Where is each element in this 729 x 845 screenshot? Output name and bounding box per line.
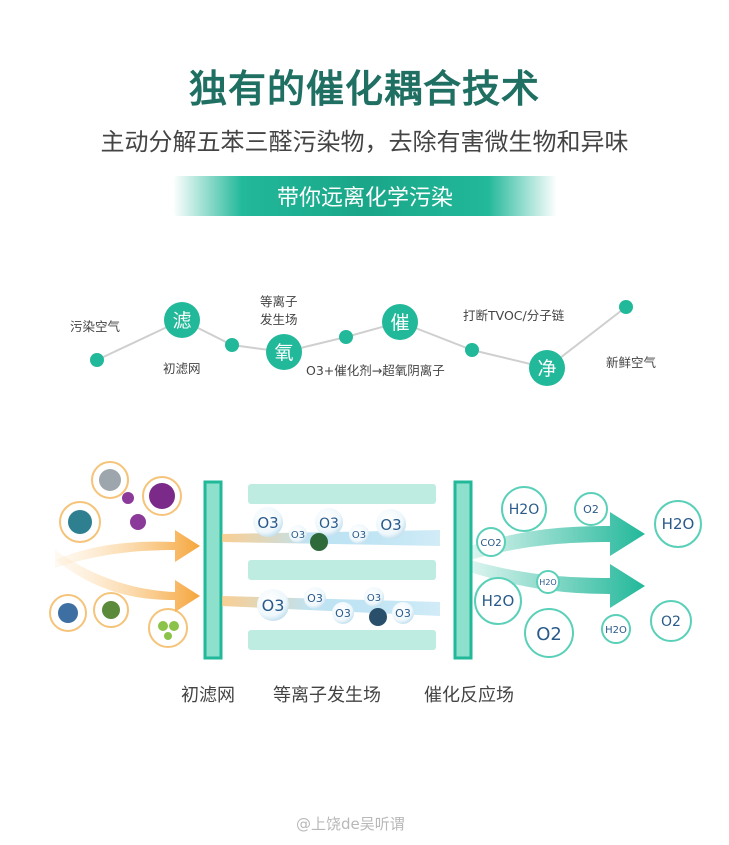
svg-text:O3: O3	[257, 514, 278, 532]
svg-text:H2O: H2O	[482, 592, 515, 610]
stage-label-catalyst: 催化反应场	[424, 685, 514, 706]
label-catalyst: O3+催化剂→超氧阴离子	[306, 363, 445, 378]
purification-diagram: O3 O3 O3 O3 O3 O3 O3 O3 O3 O3 O3 H2O O2 …	[0, 450, 702, 660]
process-node-char: 净	[537, 358, 556, 380]
svg-text:O2: O2	[536, 624, 562, 645]
banner-bar	[173, 176, 557, 216]
svg-text:H2O: H2O	[605, 625, 627, 636]
svg-text:H2O: H2O	[662, 515, 695, 533]
svg-text:O2: O2	[661, 614, 681, 630]
svg-text:O3: O3	[0, 450, 2, 451]
arrow-in-bottom	[55, 550, 200, 612]
process-node-char: 氧	[274, 342, 293, 364]
process-node-char: 滤	[172, 310, 191, 332]
svg-text:O3: O3	[335, 607, 351, 620]
label-break-tvoc: 打断TVOC/分子链	[463, 308, 565, 323]
label-plasma-1: 等离子	[260, 294, 298, 309]
prefilter-panel	[203, 480, 223, 660]
arrow-out-top	[470, 512, 645, 560]
svg-text:O2: O2	[583, 503, 599, 516]
label-plasma-2: 发生场	[260, 312, 298, 327]
process-dot	[339, 330, 353, 344]
svg-text:O3: O3	[307, 592, 323, 605]
label-fresh-air: 新鲜空气	[606, 355, 657, 370]
svg-text:O3: O3	[395, 607, 411, 620]
page-title: 独有的催化耦合技术	[188, 67, 540, 111]
plasma-plate	[248, 560, 436, 580]
svg-text:O3: O3	[352, 530, 366, 541]
arrow-in-top	[55, 530, 200, 568]
process-chain: 滤 氧 催 净	[90, 300, 633, 386]
catalyst-panel	[453, 480, 473, 660]
output-molecules: H2O O2 CO2 H2O H2O H2O O2 H2O O2	[474, 486, 702, 658]
microbe-destroyed	[369, 608, 387, 626]
page-subtitle: 主动分解五苯三醛污染物，去除有害微生物和异味	[100, 128, 629, 156]
svg-text:O3: O3	[262, 596, 285, 615]
microbe-cluster-bottom	[49, 592, 188, 648]
process-dot	[225, 338, 239, 352]
plasma-plate	[248, 630, 436, 650]
banner-text: 带你远离化学污染	[276, 186, 453, 211]
stage-label-prefilter: 初滤网	[181, 685, 235, 706]
ozone-bubbles: O3 O3 O3 O3 O3 O3 O3 O3 O3 O3 O3	[0, 450, 414, 624]
process-node-catalyst	[382, 304, 418, 340]
label-prefilter: 初滤网	[163, 361, 201, 376]
process-node-clean	[529, 350, 565, 386]
svg-text:O3: O3	[367, 593, 381, 604]
process-dot	[465, 343, 479, 357]
microbe-destroyed	[310, 533, 328, 551]
svg-text:CO2: CO2	[480, 538, 501, 549]
process-node-oxygen	[266, 334, 302, 370]
microbe-cluster-top	[59, 461, 182, 543]
label-polluted-air: 污染空气	[70, 319, 121, 334]
svg-text:O3: O3	[291, 530, 305, 541]
svg-text:H2O: H2O	[539, 578, 556, 587]
process-node-filter	[164, 302, 200, 338]
plasma-plate	[248, 484, 436, 504]
svg-text:O3: O3	[380, 516, 401, 534]
watermark: @上饶de吴听谓	[296, 815, 405, 833]
process-node-char: 催	[390, 312, 409, 334]
stage-label-plasma: 等离子发生场	[273, 685, 381, 706]
svg-text:O3: O3	[319, 516, 339, 532]
process-dot-start	[90, 353, 104, 367]
process-dot-end	[619, 300, 633, 314]
svg-text:H2O: H2O	[509, 502, 539, 518]
